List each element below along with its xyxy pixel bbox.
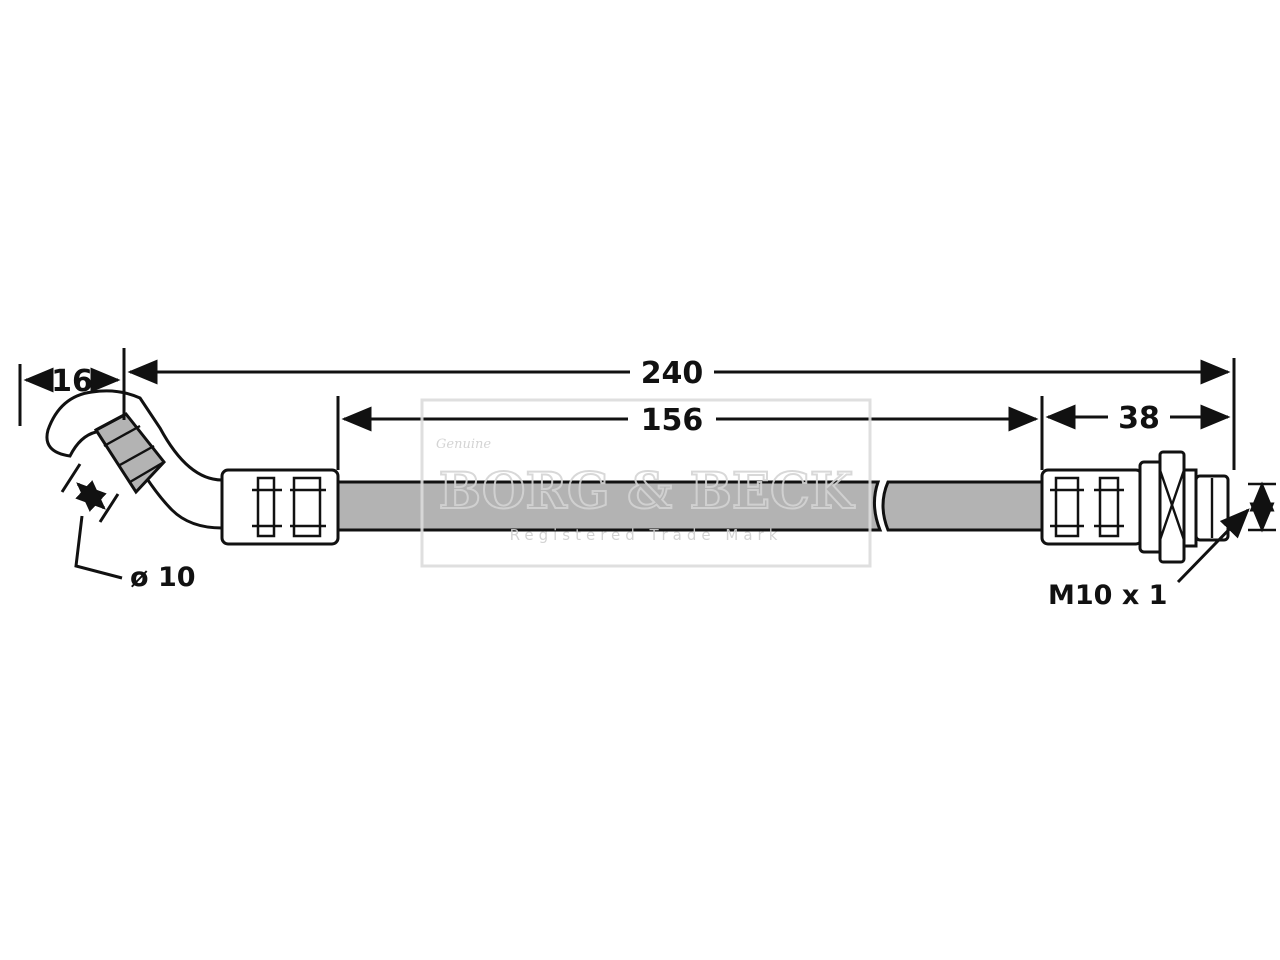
brand-watermark: Genuine BORG & BECK Registered Trade Mar… <box>420 398 872 568</box>
left-offset-label: 16 <box>51 364 93 399</box>
watermark-script: Genuine <box>436 437 491 452</box>
hose-body <box>336 480 1044 532</box>
right-fitting-length-label: 38 <box>1118 401 1160 436</box>
watermark-brand: BORG & BECK <box>439 461 855 520</box>
hose-length-label: 156 <box>641 403 704 438</box>
dimension-left-offset: 16 <box>18 364 121 426</box>
callout-right-thread: M10 x 1 <box>1048 481 1276 611</box>
callout-left-diameter: ø 10 <box>60 463 196 593</box>
overall-length-label: 240 <box>641 356 704 391</box>
left-diameter-label: ø 10 <box>130 562 196 593</box>
right-crimp-fitting <box>1040 468 1144 546</box>
dimension-hose-length: 156 <box>336 396 1044 470</box>
left-crimp-fitting <box>220 468 340 546</box>
watermark-tagline: Registered Trade Mark <box>510 526 783 544</box>
left-pipe <box>45 389 223 530</box>
dimension-overall-length: 240 <box>122 348 1236 470</box>
right-threaded-end <box>1138 450 1230 564</box>
dimension-right-fitting: 38 <box>1045 401 1231 436</box>
right-thread-label: M10 x 1 <box>1048 580 1167 611</box>
